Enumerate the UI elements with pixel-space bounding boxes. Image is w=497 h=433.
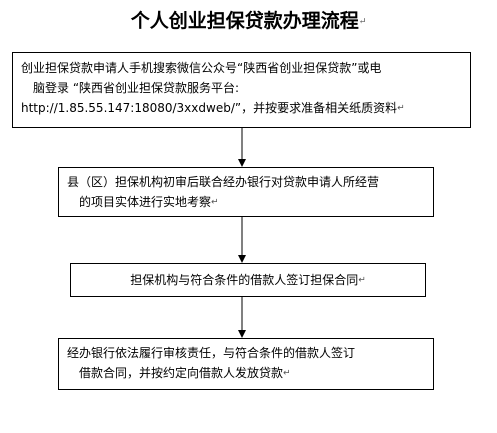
- paragraph-mark-icon: ↵: [358, 17, 367, 27]
- paragraph-mark-icon: ↵: [358, 275, 366, 286]
- step-3-box: 担保机构与符合条件的借款人签订担保合同↵: [70, 263, 426, 297]
- paragraph-mark-icon: ↵: [397, 103, 405, 114]
- paragraph-mark-icon: ↵: [283, 368, 291, 379]
- title-text: 个人创业担保贷款办理流程: [130, 10, 359, 32]
- step-1-line-3-text: http://1.85.55.147:18080/3xxdweb/”，并按要求准…: [21, 101, 398, 115]
- step-4-line-2: 借款合同，并按约定向借款人发放贷款↵: [67, 363, 425, 384]
- paragraph-mark-icon: ↵: [211, 197, 219, 208]
- step-3-line-1: 担保机构与符合条件的借款人签订担保合同↵: [79, 270, 417, 291]
- step-1-line-2: 脑登录 “陕西省创业担保贷款服务平台:: [33, 81, 240, 95]
- step-2-box: 县（区）担保机构初审后联合经办银行对贷款申请人所经营 的项目实体进行实地考察↵: [58, 167, 434, 217]
- step-1-box: 创业担保贷款申请人手机搜索微信公众号“陕西省创业担保贷款”或电 脑登录 “陕西省…: [12, 52, 471, 128]
- page-title: 个人创业担保贷款办理流程↵: [0, 8, 497, 35]
- step-4-box: 经办银行依法履行审核责任，与符合条件的借款人签订 借款合同，并按约定向借款人发放…: [58, 338, 434, 390]
- step-2-line-2: 的项目实体进行实地考察↵: [67, 192, 425, 213]
- step-1-line-1: 创业担保贷款申请人手机搜索微信公众号“陕西省创业担保贷款”或电: [21, 61, 382, 75]
- step-2-line-2-text: 的项目实体进行实地考察: [79, 195, 212, 209]
- step-3-line-1-text: 担保机构与符合条件的借款人签订担保合同: [130, 273, 359, 287]
- step-4-line-2-text: 借款合同，并按约定向借款人发放贷款: [79, 366, 284, 380]
- step-1-line-3: http://1.85.55.147:18080/3xxdweb/”，并按要求准…: [21, 98, 462, 119]
- step-2-line-1: 县（区）担保机构初审后联合经办银行对贷款申请人所经营: [67, 175, 380, 189]
- step-4-line-1: 经办银行依法履行审核责任，与符合条件的借款人签订: [67, 346, 356, 360]
